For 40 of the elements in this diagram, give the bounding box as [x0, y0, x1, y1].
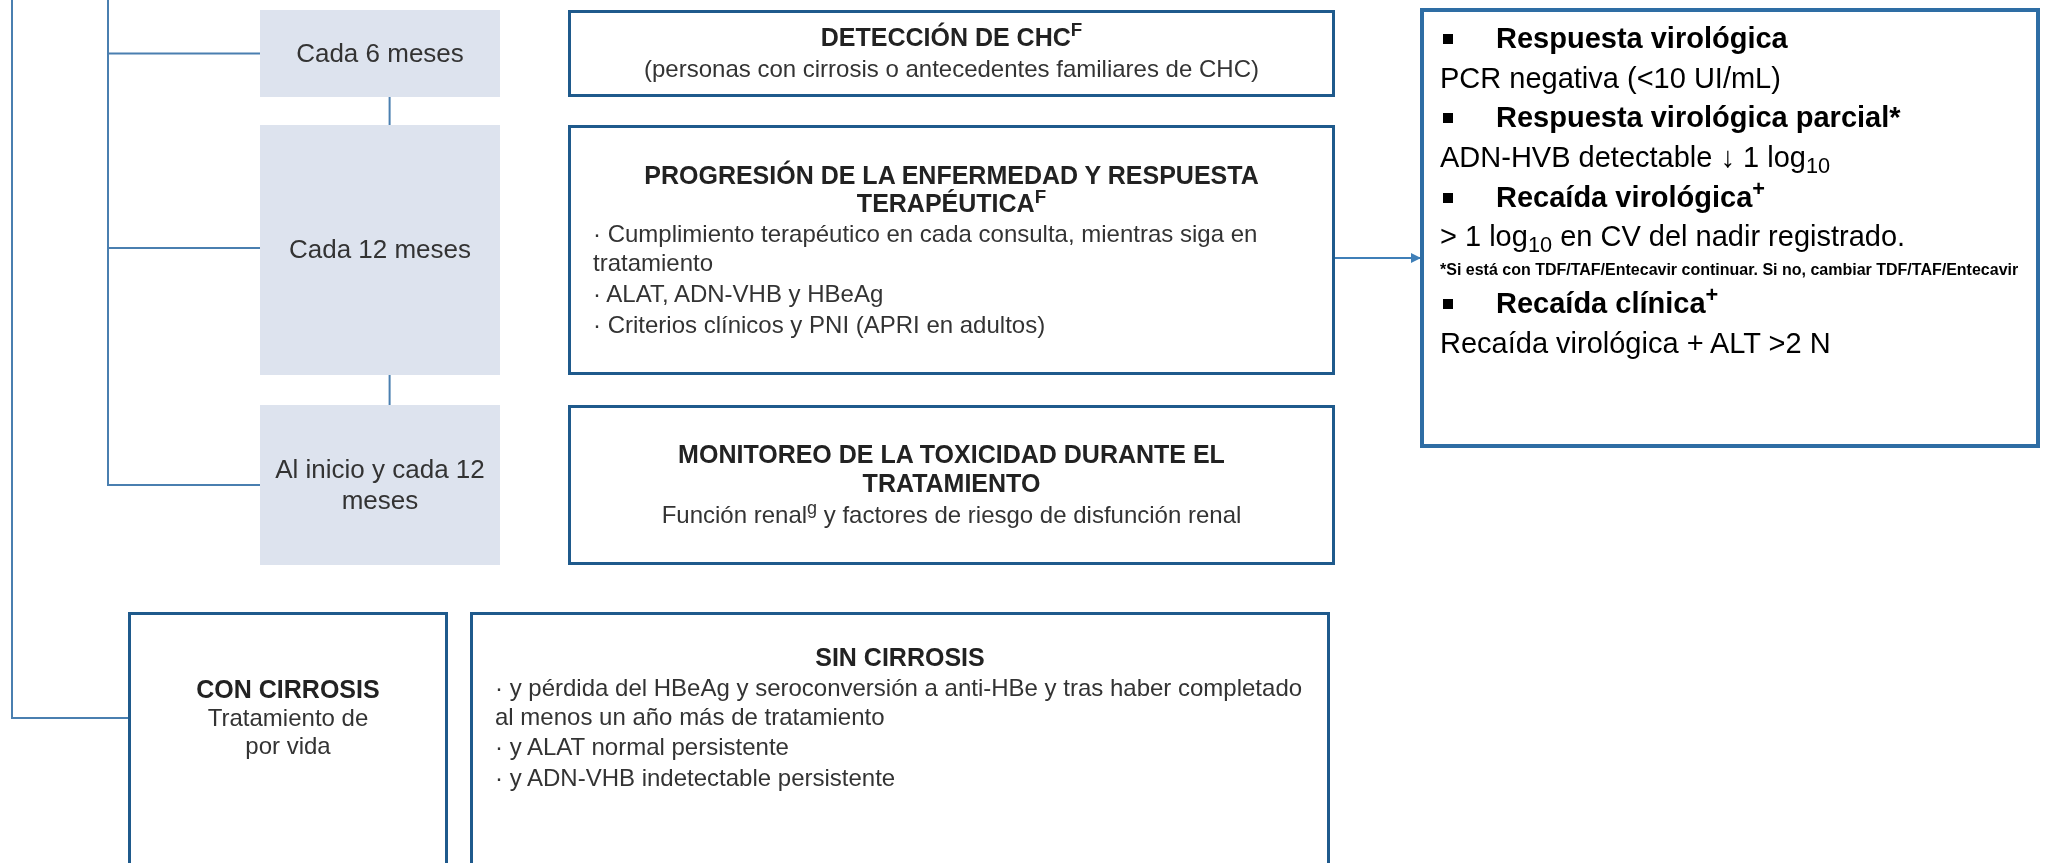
list-item: · Cumplimiento terapéutico en cada consulta, mientras siga en tratamiento	[593, 220, 1259, 278]
criteria-panel	[1420, 8, 2040, 448]
list-item: · y pérdida del HBeAg y seroconversión a anti-HBe y tras haber completado al menos un año más de tratamiento	[495, 673, 1304, 732]
section-heading: DETECCIÓN DE CHC$^{F}$	[819, 22, 1084, 52]
criterion-heading: Respuesta virológica parcial*	[1496, 100, 1901, 136]
section-text: (personas con cirrosis o antecedentes familiares de CHC)	[643, 55, 1260, 85]
connector-line	[11, 0, 129, 719]
connector-line	[388, 96, 391, 126]
criterion-heading: Respuesta virológica	[1496, 21, 1788, 56]
interval-box	[260, 405, 500, 565]
interval-label: Cada 6 meses	[296, 37, 464, 70]
interval-box	[260, 125, 500, 375]
connector-line	[388, 374, 391, 406]
list-item: · y ADN-VHB indetectable persistente	[495, 764, 897, 793]
footnote: *Si está con TDF/TAF/Entecavir continuar. Si no, cambiar TDF/TAF/Entecavir	[1440, 260, 2020, 281]
criterion-text: Recaída virológica + ALT >2 N	[1440, 325, 1832, 361]
section-heading: PROGRESIÓN DE LA ENFERMEDAD Y RESPUESTA TERAPÉUTICA$^{F}$	[643, 160, 1260, 219]
interval-label: Cada 12 meses	[288, 234, 472, 266]
interval-box	[260, 10, 500, 97]
process-box	[568, 405, 1335, 565]
process-box	[128, 612, 448, 863]
connector-line	[107, 0, 261, 486]
criterion-heading: Recaída virológica$^{+}$	[1496, 178, 1765, 215]
list-item: · ALAT, ADN-VHB y HBeAg	[593, 279, 885, 309]
list-item: · y ALAT normal persistente	[495, 733, 790, 763]
list-item: · Criterios clínicos y PNI (APRI en adultos)	[593, 310, 1047, 340]
section-text: Función renal$^{g}$ y factores de riesgo de disfunción renal	[660, 501, 1243, 531]
process-box	[568, 125, 1335, 375]
criterion-heading: Recaída clínica$^{+}$	[1496, 284, 1719, 321]
process-box	[568, 10, 1335, 97]
interval-label: Al inicio y cada 12 meses	[274, 453, 486, 517]
section-heading: SIN CIRROSIS	[814, 643, 986, 672]
criterion-text: > 1 log$_{10}$ en CV del nadir registrado.	[1440, 219, 1907, 257]
criterion-text: PCR negativa (<10 UI/mL)	[1440, 60, 1782, 96]
section-text: Tratamiento de por vida	[206, 703, 370, 762]
process-box	[470, 612, 1330, 863]
criterion-text: ADN-HVB detectable ↓ 1 log$_{10}$	[1440, 140, 1832, 177]
arrow	[1334, 253, 1421, 263]
section-heading: CON CIRROSIS	[195, 674, 381, 704]
section-heading: MONITOREO DE LA TOXICIDAD DURANTE EL TRATAMIENTO	[677, 439, 1226, 498]
